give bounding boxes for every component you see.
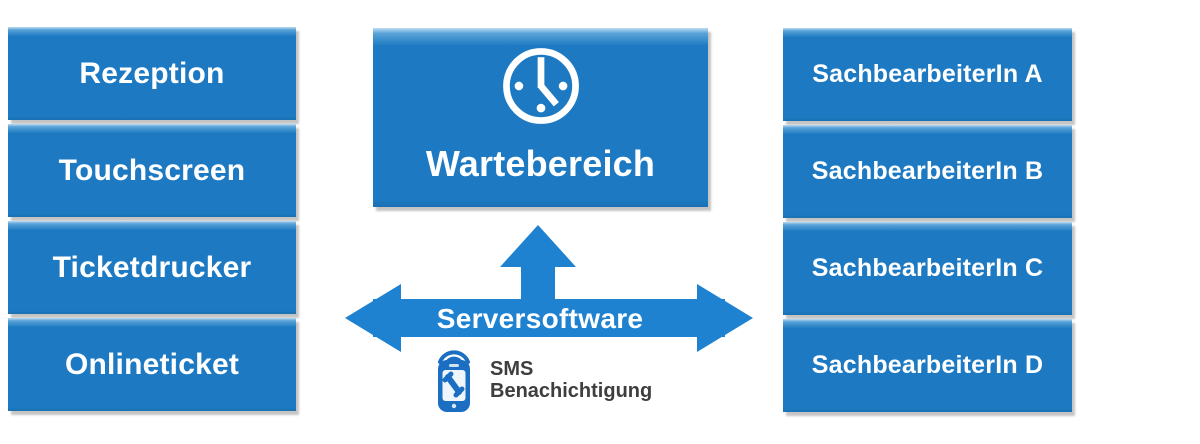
clock-icon (502, 48, 579, 124)
node-touchscreen: Touchscreen (8, 124, 296, 217)
server-arrow-hub: Serversoftware (343, 221, 755, 353)
node-wartebereich: Wartebereich (373, 28, 708, 207)
node-ticketdrucker: Ticketdrucker (8, 221, 296, 314)
node-sachbearbeiterin-b: SachbearbeiterIn B (783, 125, 1072, 218)
node-rezeption: Rezeption (8, 27, 296, 120)
three-way-arrow-icon (345, 225, 753, 352)
sms-phone-icon (428, 346, 480, 416)
sms-notification-label: SMS Benachichtigung (490, 358, 652, 402)
clerk-column: SachbearbeiterIn A SachbearbeiterIn B Sa… (783, 28, 1072, 412)
node-sachbearbeiterin-d: SachbearbeiterIn D (783, 319, 1072, 412)
node-onlineticket: Onlineticket (8, 318, 296, 411)
node-sachbearbeiterin-c: SachbearbeiterIn C (783, 222, 1072, 315)
node-sachbearbeiterin-a: SachbearbeiterIn A (783, 28, 1072, 121)
sms-label-line2: Benachichtigung (490, 380, 653, 402)
sms-label-line1: SMS (490, 358, 534, 380)
serversoftware-label: Serversoftware (436, 303, 644, 334)
input-channels-column: Rezeption Touchscreen Ticketdrucker Onli… (8, 27, 296, 411)
wartebereich-label: Wartebereich (425, 143, 656, 184)
